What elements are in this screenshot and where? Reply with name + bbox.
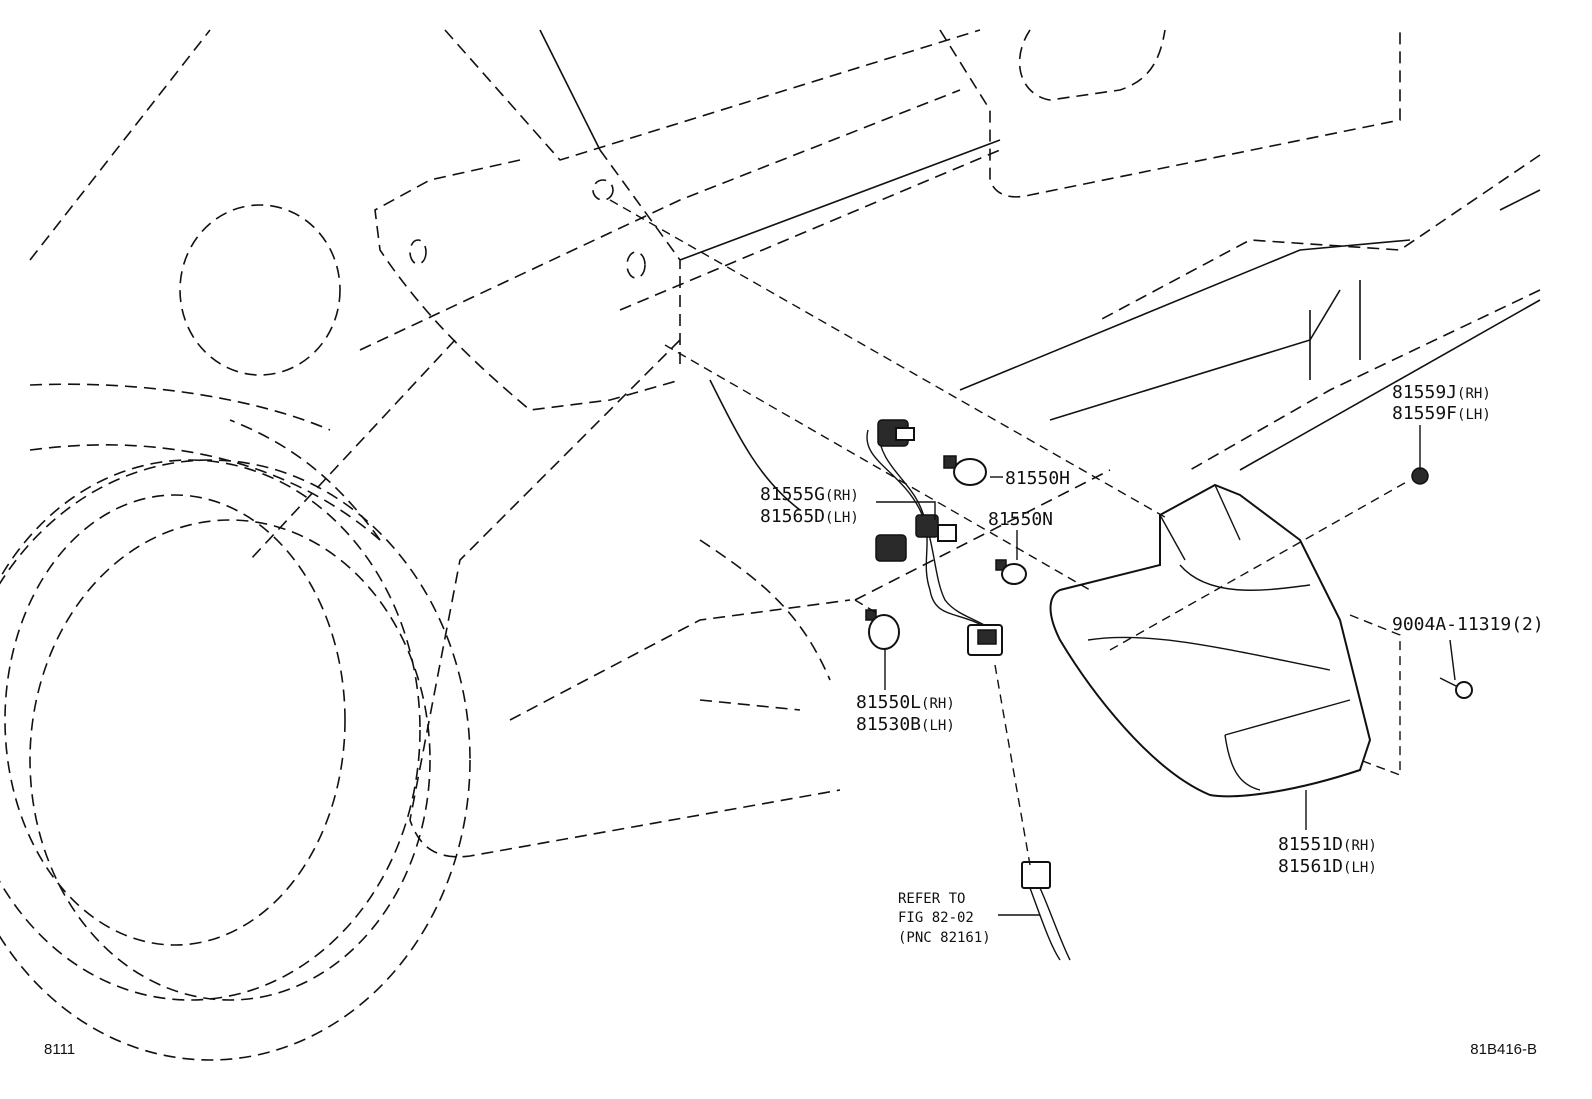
socket-wire-harness[interactable] — [866, 419, 1003, 656]
callout-81550l[interactable]: 81550L(RH) — [856, 692, 955, 713]
callout-81551d[interactable]: 81551D(RH) — [1278, 834, 1377, 855]
callout-81530b[interactable]: 81530B(LH) — [856, 714, 955, 735]
callout-81559j[interactable]: 81559J(RH) — [1392, 382, 1491, 403]
callout-81559f[interactable]: 81559F(LH) — [1392, 403, 1491, 424]
reference-note-line-2[interactable]: FIG 82-02 — [898, 910, 974, 926]
footer-right-code: 81B416-B — [1470, 1041, 1537, 1058]
callout-labels: 81559J(RH) 81559F(LH) 81550H 81555G(RH) … — [760, 382, 1544, 946]
callout-81565d[interactable]: 81565D(LH) — [760, 506, 859, 527]
footer-left-code: 8111 — [44, 1041, 75, 1058]
tail-lamp-assembly[interactable] — [1049, 483, 1372, 798]
bulb-81550l-icon[interactable] — [865, 609, 900, 650]
bulb-81550h-icon[interactable] — [943, 455, 987, 486]
bracket-nut-icon[interactable] — [1411, 467, 1429, 485]
reference-note-line-1: REFER TO — [898, 891, 965, 907]
mount-screw-icon[interactable] — [1439, 677, 1473, 699]
callout-leaders — [876, 425, 1456, 916]
callout-81550n[interactable]: 81550N — [988, 509, 1053, 530]
reference-note-line-3: (PNC 82161) — [898, 930, 991, 946]
callout-81555g[interactable]: 81555G(RH) — [760, 484, 859, 505]
callout-81550h[interactable]: 81550H — [1005, 468, 1070, 489]
vehicle-body-solid-lines — [539, 29, 1541, 511]
bulb-81550n-icon[interactable] — [995, 559, 1027, 585]
installation-guide-lines — [609, 199, 1411, 866]
harness-connector-icon[interactable] — [1021, 861, 1071, 961]
bulbs — [865, 455, 1027, 650]
callout-9004a-11319[interactable]: 9004A-11319(2) — [1392, 614, 1544, 635]
vehicle-body-outline — [0, 29, 1541, 1061]
callout-81561d[interactable]: 81561D(LH) — [1278, 856, 1377, 877]
